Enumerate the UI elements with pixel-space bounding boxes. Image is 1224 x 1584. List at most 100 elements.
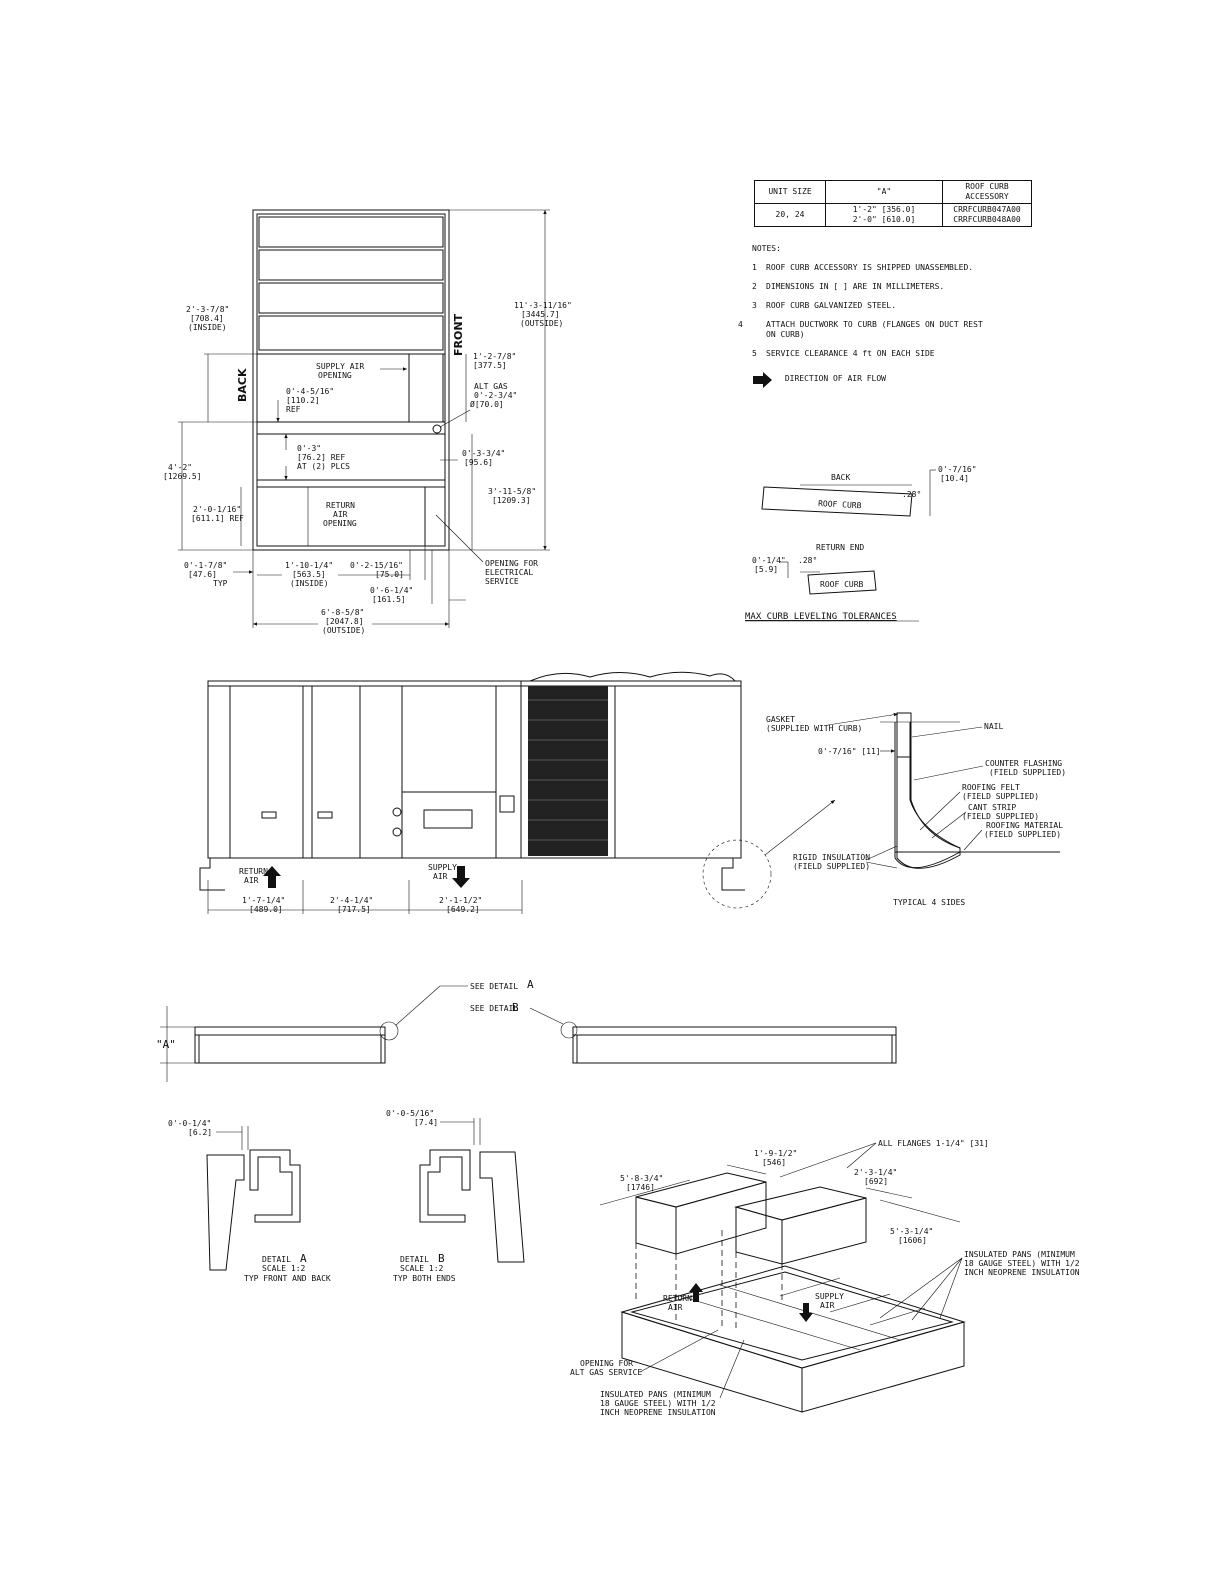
svg-text:0'-2-15/16": 0'-2-15/16": [350, 561, 403, 570]
svg-text:BACK: BACK: [831, 473, 850, 482]
svg-text:(INSIDE): (INSIDE): [290, 579, 329, 588]
svg-text:OPENING: OPENING: [318, 371, 352, 380]
svg-text:[546]: [546]: [762, 1158, 786, 1167]
curb-section-detail: GASKET (SUPPLIED WITH CURB) NAIL 0'-7/16…: [766, 712, 1066, 907]
svg-text:ALT GAS: ALT GAS: [474, 382, 508, 391]
tolerance-title: MAX CURB LEVELING TOLERANCES: [745, 612, 897, 622]
svg-text:2'-4-1/4": 2'-4-1/4": [330, 896, 373, 905]
svg-text:ALT GAS SERVICE: ALT GAS SERVICE: [570, 1368, 642, 1377]
table-cell-a: 1'-2" [356.0]2'-0" [610.0]: [825, 203, 943, 227]
svg-text:RETURN END: RETURN END: [816, 543, 864, 552]
svg-text:3'-11-5/8": 3'-11-5/8": [488, 487, 536, 496]
svg-text:2'-1-1/2": 2'-1-1/2": [439, 896, 482, 905]
svg-text:[76.2] REF: [76.2] REF: [297, 453, 345, 462]
notes-heading: NOTES:: [752, 244, 781, 253]
svg-text:(FIELD SUPPLIED): (FIELD SUPPLIED): [989, 768, 1066, 777]
unit-size-table: UNIT SIZE "A" ROOF CURB ACCESSORY 20, 24…: [754, 180, 1032, 227]
detail-a: 0'-0-1/4" [6.2] DETAIL A SCALE 1:2 TYP F…: [168, 1119, 331, 1283]
svg-text:(FIELD SUPPLIED): (FIELD SUPPLIED): [962, 792, 1039, 801]
isometric-curb: RETURN AIR SUPPLY AIR ALL FLANGES 1-1/4"…: [570, 1139, 1080, 1417]
svg-text:.28°: .28°: [902, 490, 921, 499]
svg-text:ROOF CURB: ROOF CURB: [818, 499, 862, 510]
svg-text:ROOFING FELT: ROOFING FELT: [962, 783, 1020, 792]
svg-text:1'-9-1/2": 1'-9-1/2": [754, 1149, 797, 1158]
svg-text:18 GAUGE STEEL) WITH 1/2: 18 GAUGE STEEL) WITH 1/2: [600, 1399, 716, 1408]
svg-text:1'-7-1/4": 1'-7-1/4": [242, 896, 285, 905]
svg-text:[5.9]: [5.9]: [754, 565, 778, 574]
plan-back-label: BACK: [236, 368, 249, 402]
svg-text:A: A: [300, 1252, 307, 1265]
svg-text:(SUPPLIED WITH CURB): (SUPPLIED WITH CURB): [766, 724, 862, 733]
svg-text:(OUTSIDE): (OUTSIDE): [322, 626, 365, 635]
svg-text:"A": "A": [156, 1038, 176, 1051]
svg-text:0'-7/16" [11]: 0'-7/16" [11]: [818, 747, 881, 756]
svg-text:0'-0-1/4": 0'-0-1/4": [168, 1119, 211, 1128]
svg-text:18 GAUGE STEEL) WITH 1/2: 18 GAUGE STEEL) WITH 1/2: [964, 1259, 1080, 1268]
svg-text:1'-2-7/8": 1'-2-7/8": [473, 352, 516, 361]
svg-text:INSULATED PANS (MINIMUM: INSULATED PANS (MINIMUM: [964, 1250, 1075, 1259]
svg-text:REF: REF: [286, 405, 301, 414]
svg-text:SCALE 1:2: SCALE 1:2: [400, 1264, 444, 1273]
dim-label: 11'-3-11/16": [514, 301, 572, 310]
svg-text:COUNTER FLASHING: COUNTER FLASHING: [985, 759, 1062, 768]
svg-text:SUPPLY: SUPPLY: [815, 1292, 844, 1301]
svg-text:TYP BOTH ENDS: TYP BOTH ENDS: [393, 1274, 456, 1283]
svg-text:[47.6]: [47.6]: [188, 570, 217, 579]
svg-text:GASKET: GASKET: [766, 715, 795, 724]
svg-text:0'-2-3/4": 0'-2-3/4": [474, 391, 517, 400]
svg-text:[161.5]: [161.5]: [372, 595, 406, 604]
svg-text:0'-0-5/16": 0'-0-5/16": [386, 1109, 434, 1118]
svg-text:[2047.8]: [2047.8]: [325, 617, 364, 626]
svg-text:AIR: AIR: [668, 1303, 683, 1312]
svg-text:RETURN: RETURN: [326, 501, 355, 510]
svg-text:SERVICE: SERVICE: [485, 577, 519, 586]
plan-front-label: FRONT: [452, 313, 465, 356]
svg-text:ALL FLANGES 1-1/4" [31]: ALL FLANGES 1-1/4" [31]: [878, 1139, 989, 1148]
plan-view: BACK FRONT 2'-3-7/8" [708.4] (INSIDE) 11…: [163, 209, 572, 635]
svg-text:OPENING: OPENING: [323, 519, 357, 528]
svg-text:SUPPLY: SUPPLY: [428, 863, 457, 872]
svg-text:[95.6]: [95.6]: [464, 458, 493, 467]
svg-text:0'-1/4": 0'-1/4": [752, 556, 786, 565]
detail-b: 0'-0-5/16" [7.4] DETAIL B SCALE 1:2 TYP …: [386, 1109, 525, 1283]
svg-text:ROOFING MATERIAL: ROOFING MATERIAL: [986, 821, 1063, 830]
svg-text:[717.5]: [717.5]: [337, 905, 371, 914]
svg-text:0'-3-3/4": 0'-3-3/4": [462, 449, 505, 458]
svg-text:[6.2]: [6.2]: [188, 1128, 212, 1137]
dim-label: (OUTSIDE): [520, 319, 563, 328]
svg-text:RETURN: RETURN: [239, 867, 268, 876]
svg-text:OPENING FOR: OPENING FOR: [580, 1359, 633, 1368]
svg-text:1'-10-1/4": 1'-10-1/4": [285, 561, 333, 570]
svg-text:[110.2]: [110.2]: [286, 396, 320, 405]
dim-label: 2'-3-7/8": [186, 305, 229, 314]
svg-text:[75.0]: [75.0]: [375, 570, 404, 579]
svg-text:SUPPLY AIR: SUPPLY AIR: [316, 362, 364, 371]
leveling-tolerances: BACK ROOF CURB .28° 0'-7/16" [10.4] RETU…: [745, 465, 977, 622]
svg-text:0'-7/16": 0'-7/16": [938, 465, 977, 474]
svg-text:0'-3": 0'-3": [297, 444, 321, 453]
curb-side-views: SEE DETAIL A SEE DETAIL B "A": [156, 978, 897, 1082]
svg-text:A: A: [527, 978, 534, 991]
svg-text:[1209.3]: [1209.3]: [492, 496, 531, 505]
svg-text:NAIL: NAIL: [984, 722, 1003, 731]
svg-text:ELECTRICAL: ELECTRICAL: [485, 568, 533, 577]
svg-text:[7.4]: [7.4]: [414, 1118, 438, 1127]
svg-text:2'-3-1/4": 2'-3-1/4": [854, 1168, 897, 1177]
svg-text:[649.2]: [649.2]: [446, 905, 480, 914]
svg-text:DETAIL: DETAIL: [400, 1255, 429, 1264]
svg-text:[377.5]: [377.5]: [473, 361, 507, 370]
svg-text:RIGID INSULATION: RIGID INSULATION: [793, 853, 870, 862]
svg-text:TYPICAL 4 SIDES: TYPICAL 4 SIDES: [893, 898, 965, 907]
svg-text:[611.1] REF: [611.1] REF: [191, 514, 244, 523]
svg-text:OPENING FOR: OPENING FOR: [485, 559, 538, 568]
svg-text:0'-1-7/8": 0'-1-7/8": [184, 561, 227, 570]
dim-label: [708.4]: [190, 314, 224, 323]
svg-text:TYP: TYP: [213, 579, 228, 588]
